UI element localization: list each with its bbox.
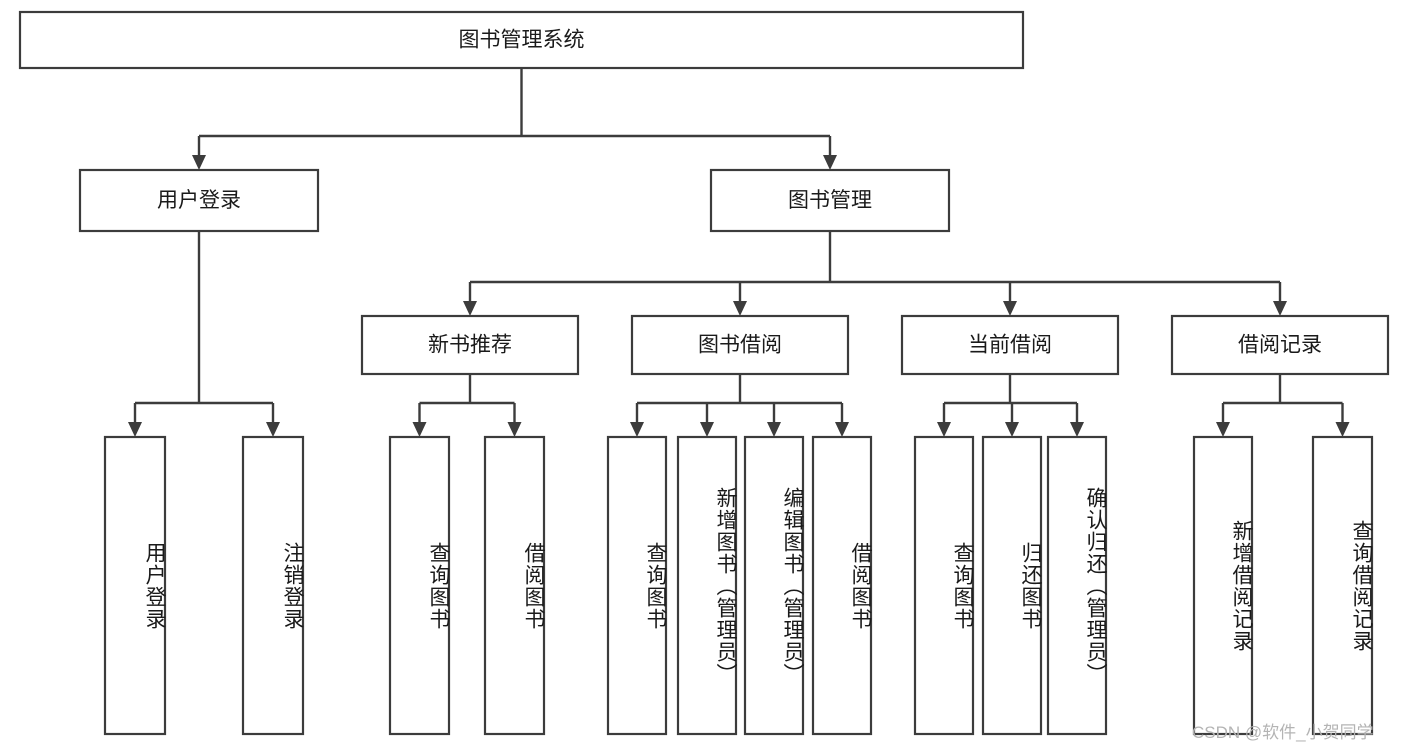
arrow-head-icon — [1003, 301, 1017, 316]
watermark-text: CSDN @软件_小贺同学 — [1192, 723, 1374, 742]
arrow-head-icon — [463, 301, 477, 316]
arrow-head-icon — [507, 422, 522, 437]
node-box-leaf-confirm-return[interactable] — [1046, 435, 1108, 736]
node-box-leaf-user-login[interactable] — [103, 435, 167, 736]
arrow-head-icon — [937, 422, 951, 437]
arrow-head-icon — [823, 155, 837, 170]
arrow-head-icon — [1216, 422, 1230, 437]
arrow-head-icon — [1070, 422, 1084, 437]
node-box-leaf-query-record[interactable] — [1311, 435, 1374, 736]
node-label-current-borrow: 当前借阅 — [968, 334, 1052, 357]
node-box-leaf-user-logout[interactable] — [241, 435, 305, 736]
arrow-head-icon — [1335, 422, 1350, 437]
node-box-leaf-add-book[interactable] — [676, 435, 738, 736]
node-box-leaf-edit-book[interactable] — [743, 435, 805, 736]
arrow-head-icon — [412, 422, 427, 437]
connector-layer — [128, 68, 1350, 437]
arrow-head-icon — [1005, 422, 1019, 437]
node-box-new-book-rec[interactable] — [360, 314, 580, 376]
node-box-user-login[interactable] — [78, 168, 320, 233]
node-box-leaf-return-book[interactable] — [981, 435, 1043, 736]
node-label-user-login: 用户登录 — [157, 189, 241, 212]
arrow-head-icon — [835, 422, 849, 437]
node-box-current-borrow[interactable] — [900, 314, 1120, 376]
node-box-leaf-query-book-3[interactable] — [913, 435, 975, 736]
node-box-borrow-record[interactable] — [1170, 314, 1390, 376]
node-box-book-manage[interactable] — [709, 168, 951, 233]
node-box-root[interactable] — [18, 10, 1025, 70]
node-label-book-manage: 图书管理 — [788, 189, 872, 212]
node-label-root: 图书管理系统 — [459, 29, 585, 52]
arrow-head-icon — [266, 422, 280, 437]
arrow-head-icon — [630, 422, 644, 437]
arrow-head-icon — [128, 422, 142, 437]
node-box-leaf-borrow-book-2[interactable] — [811, 435, 873, 736]
node-label-borrow-record: 借阅记录 — [1238, 334, 1322, 357]
arrow-head-icon — [733, 301, 747, 316]
node-label-book-borrow: 图书借阅 — [698, 334, 782, 357]
node-box-leaf-query-book-1[interactable] — [388, 435, 451, 736]
node-box-leaf-query-book-2[interactable] — [606, 435, 668, 736]
arrow-head-icon — [700, 422, 714, 437]
arrow-head-icon — [767, 422, 781, 437]
node-box-leaf-borrow-book-1[interactable] — [483, 435, 546, 736]
node-label-new-book-rec: 新书推荐 — [428, 334, 512, 357]
arrow-head-icon — [1273, 301, 1287, 316]
node-box-leaf-add-record[interactable] — [1192, 435, 1254, 736]
arrow-head-icon — [192, 155, 206, 170]
node-box-book-borrow[interactable] — [630, 314, 850, 376]
